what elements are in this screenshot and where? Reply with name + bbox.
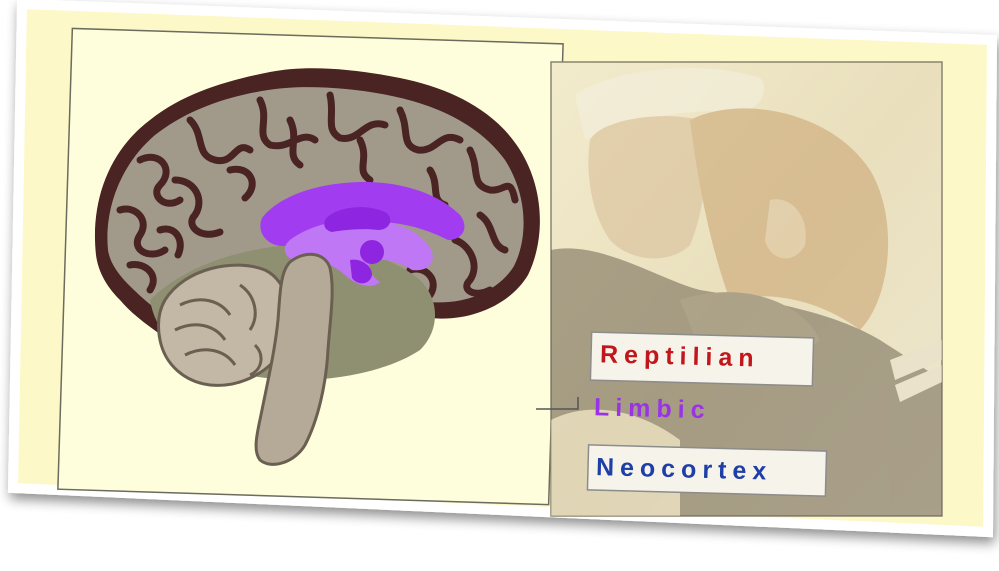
label-reptilian: Reptilian [590, 332, 813, 386]
label-neocortex: Neocortex [587, 445, 826, 496]
label-reptilian-text: Reptilian [600, 340, 760, 372]
label-neocortex-text: Neocortex [596, 453, 773, 486]
label-limbic: Limbic [594, 393, 711, 424]
label-limbic-text: Limbic [594, 393, 711, 424]
